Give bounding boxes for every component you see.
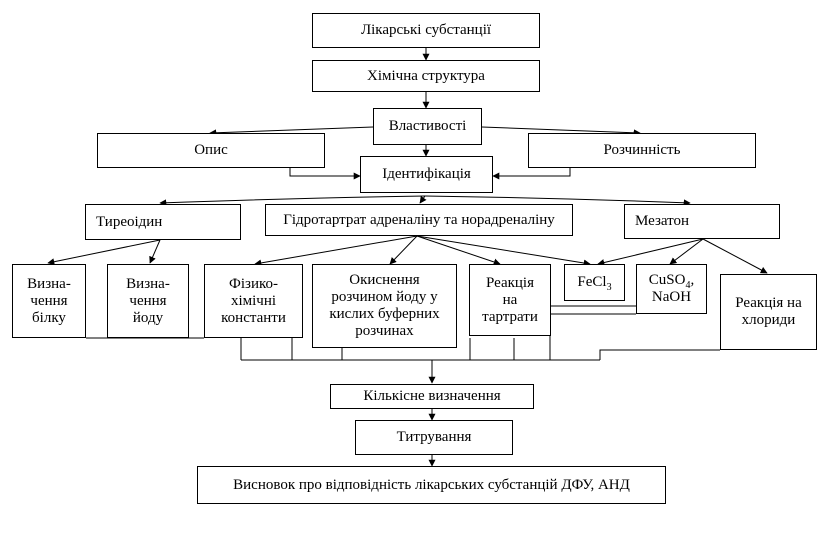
arrow-hydro-oxidation: [389, 235, 418, 265]
arrow-identification-mesaton: [424, 195, 691, 207]
node-cuso4: CuSO4, NaOH: [636, 264, 707, 314]
arrow-identification-thyreoidin: [159, 195, 426, 207]
arrow-hydro-fecl3: [416, 235, 591, 267]
node-chloride: Реакція на хлориди: [720, 274, 817, 350]
node-quantitative: Кількісне визначення: [330, 384, 534, 409]
node-properties: Властивості: [373, 108, 482, 145]
node-hydrotartrate: Гідротартрат адреналіну та норадреналіну: [265, 204, 573, 236]
node-protein: Визна- чення білку: [12, 264, 86, 338]
node-conclusion: Висновок про відповідність лікарських су…: [197, 466, 666, 504]
node-mesaton: Мезатон: [624, 204, 780, 239]
node-fecl3: FeCl3: [564, 264, 625, 301]
arrow-mesaton-chloride: [702, 238, 768, 274]
arrow-mesaton-fecl3: [597, 238, 704, 266]
arrow-properties-description: [209, 126, 374, 137]
node-solubility: Розчинність: [528, 133, 756, 168]
node-tartrate: Реакція на тартрати: [469, 264, 551, 336]
node-identification: Ідентифікація: [360, 156, 493, 193]
node-titration: Титрування: [355, 420, 513, 455]
arrow-hydro-tartrate: [416, 235, 501, 266]
arrow-identification-hydrotartrate: [419, 195, 427, 204]
node-iodine: Визна- чення йоду: [107, 264, 189, 338]
arrow-properties-solubility: [481, 126, 641, 137]
node-physchem: Фізико- хімічні константи: [204, 264, 303, 338]
node-structure: Хімічна структура: [312, 60, 540, 92]
arrow-solubility-identification: [492, 168, 571, 180]
arrow-hydro-physchem: [254, 235, 418, 267]
arrow-thyreoidin-protein: [47, 239, 161, 266]
arrow-mesaton-cuso4: [669, 238, 704, 265]
arrow-thyreoidin-iodine: [149, 239, 161, 264]
arrow-description-identification: [289, 168, 361, 180]
node-oxidation: Окиснення розчином йоду у кислих буферни…: [312, 264, 457, 348]
node-substances: Лікарські субстанції: [312, 13, 540, 48]
node-thyreoidin: Тиреоідин: [85, 204, 241, 240]
node-description: Опис: [97, 133, 325, 168]
